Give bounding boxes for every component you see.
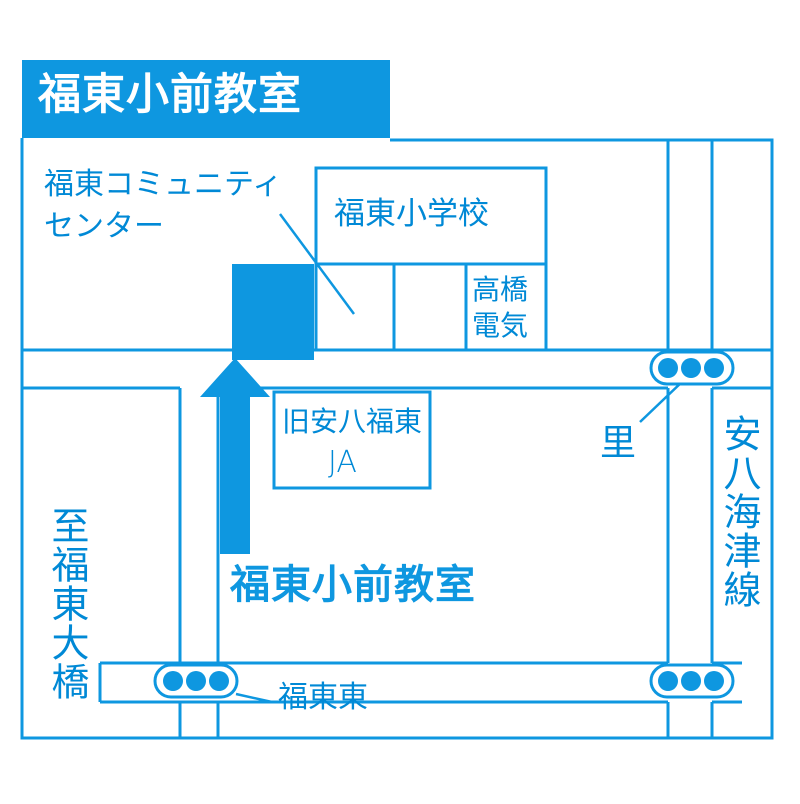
signal-light — [163, 671, 183, 691]
route-arrow-head — [200, 358, 270, 397]
signal-light — [681, 358, 701, 378]
classroom-building — [232, 264, 314, 360]
traffic-signal-east — [649, 663, 735, 699]
sato-leader — [639, 379, 685, 423]
signal-light — [704, 358, 724, 378]
traffic-signal-sato — [649, 350, 735, 386]
to-fukuto-bridge-label: 至福東大橋 — [45, 506, 89, 701]
takahashi-denki-label-line2: 電気 — [472, 309, 529, 342]
old-ja-label-line1: 旧安八福東 — [282, 405, 423, 438]
page-title: 福東小前教室 — [38, 70, 302, 120]
fukuto-higashi-intersection-label: 福東東 — [278, 680, 368, 715]
signal-light — [658, 671, 678, 691]
signal-light — [658, 358, 678, 378]
anpachi-kaizu-line-label: 安八海津線 — [717, 414, 761, 609]
route-arrow-shaft — [220, 396, 250, 554]
destination-label: 福東小前教室 — [230, 562, 476, 608]
school-building — [314, 166, 548, 266]
signal-light — [186, 671, 206, 691]
map-frame — [20, 138, 774, 740]
old-ja-label-line2: JA — [328, 445, 357, 480]
title-banner: 福東小前教室 — [22, 60, 390, 138]
community-center-label-line1: 福東コミュニティ — [44, 167, 283, 202]
traffic-signal-fukuto-higashi — [153, 663, 239, 699]
elementary-school-label: 福東小学校 — [334, 196, 489, 232]
takahashi-denki-label-line1: 高橋 — [472, 273, 529, 306]
community-center-leader — [278, 213, 356, 315]
signal-light — [681, 671, 701, 691]
fukuto-higashi-leader-left — [235, 692, 273, 704]
signal-light — [704, 671, 724, 691]
old-ja-building — [272, 390, 432, 490]
sato-intersection-label: 里 — [600, 423, 637, 464]
community-center-label-line2: センター — [44, 209, 164, 244]
signal-light — [209, 671, 229, 691]
